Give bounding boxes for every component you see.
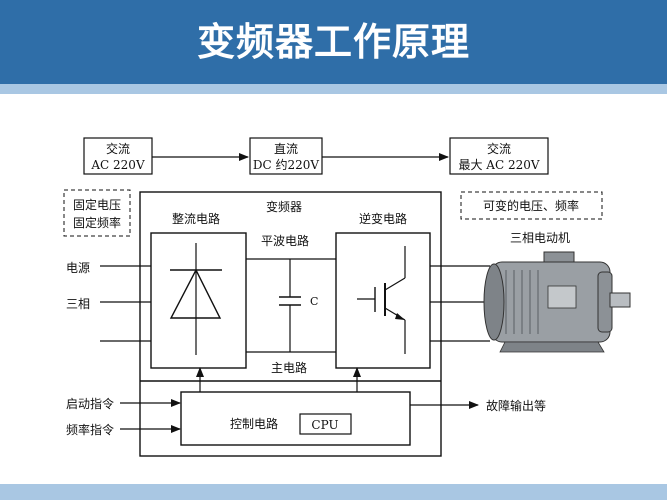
- title-bar: 变频器工作原理: [0, 0, 667, 84]
- frequency-command-label: 频率指令: [66, 422, 114, 437]
- footer-strip: [0, 484, 667, 500]
- three-phase-input-label: 三相: [66, 297, 90, 311]
- start-command-label: 启动指令: [66, 396, 114, 411]
- diode-icon: [169, 268, 222, 319]
- motor-label: 三相电动机: [510, 231, 570, 245]
- fixed-voltage-label: 固定电压: [73, 197, 121, 212]
- input-lines: [100, 265, 151, 342]
- cpu-label: CPU: [311, 418, 338, 432]
- capacitor-label: C: [310, 295, 318, 308]
- three-phase-motor-icon: [483, 251, 631, 353]
- inverter-circuit-block: [335, 232, 431, 369]
- flow-box-ac-output: 交流 最大 AC 220V: [449, 137, 549, 175]
- rectifier-block: [150, 232, 247, 369]
- flow-box-dc-line1: 直流: [274, 142, 298, 156]
- flow-box-ac-output-line2: 最大 AC 220V: [458, 158, 539, 172]
- control-circuit-box: [180, 391, 411, 446]
- main-circuit-label: 主电路: [271, 360, 307, 375]
- flow-box-ac-output-line1: 交流: [487, 141, 511, 156]
- inverter-outer-box: [139, 191, 442, 457]
- output-lines: [430, 265, 490, 342]
- slide-title: 变频器工作原理: [196, 20, 470, 64]
- control-circuit-label: 控制电路: [230, 416, 278, 431]
- power-input-label: 电源: [66, 261, 90, 275]
- fixed-voltage-note: 固定电压 固定频率: [63, 189, 131, 237]
- cpu-box: [299, 413, 352, 435]
- igbt-emitter-arrow-icon: [395, 313, 405, 320]
- variable-output-note: 可变的电压、频率: [460, 191, 603, 220]
- rectifier-label: 整流电路: [172, 211, 220, 226]
- flow-box-ac-input-line1: 交流: [106, 141, 130, 156]
- capacitor-icon: [279, 259, 301, 352]
- inverter-circuit-label: 逆变电路: [359, 211, 407, 226]
- header-accent-strip: [0, 84, 667, 94]
- flow-box-ac-input-line2: AC 220V: [90, 158, 145, 172]
- flow-box-dc-line2: DC 约220V: [253, 157, 320, 172]
- flow-box-ac-input: 交流 AC 220V: [83, 137, 153, 175]
- inverter-label: 变频器: [266, 199, 302, 214]
- flow-box-dc: 直流 DC 约220V: [249, 137, 323, 175]
- fault-output-label: 故障输出等: [486, 398, 546, 413]
- filter-label: 平波电路: [261, 233, 309, 248]
- variable-output-label: 可变的电压、频率: [483, 198, 579, 213]
- fixed-frequency-label: 固定频率: [73, 215, 121, 230]
